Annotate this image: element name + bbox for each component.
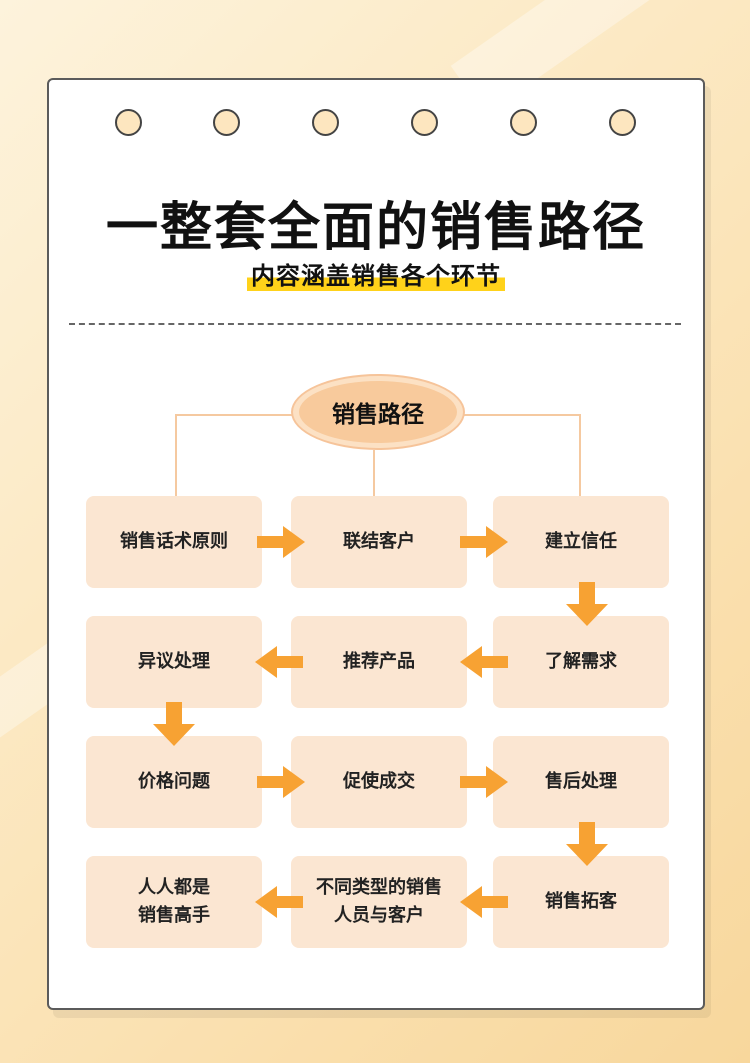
step-node: 售后处理 (493, 736, 669, 828)
arrow-right-icon (460, 766, 508, 798)
arrow-left-icon (460, 646, 508, 678)
notebook-card: 一整套全面的销售路径 内容涵盖销售各个环节 销售路径 销售话术原则 联结客户 建… (47, 78, 705, 1010)
arrow-left-icon (460, 886, 508, 918)
step-node: 联结客户 (291, 496, 467, 588)
connector-line (175, 414, 293, 416)
step-node: 推荐产品 (291, 616, 467, 708)
arrow-down-icon (153, 702, 195, 746)
arrow-right-icon (257, 526, 305, 558)
root-node-label: 销售路径 (299, 381, 457, 443)
step-node: 不同类型的销售 人员与客户 (291, 856, 467, 948)
step-node: 价格问题 (86, 736, 262, 828)
step-node: 人人都是 销售高手 (86, 856, 262, 948)
step-node: 销售话术原则 (86, 496, 262, 588)
binder-ring (115, 109, 142, 136)
connector-line (373, 450, 375, 496)
page-subtitle: 内容涵盖销售各个环节 (247, 256, 505, 291)
connector-line (579, 414, 581, 496)
root-node: 销售路径 (291, 374, 465, 450)
arrow-right-icon (257, 766, 305, 798)
step-node: 促使成交 (291, 736, 467, 828)
page-title: 一整套全面的销售路径 (105, 198, 646, 258)
binder-ring (510, 109, 537, 136)
arrow-right-icon (460, 526, 508, 558)
step-node: 销售拓客 (493, 856, 669, 948)
connector-line (463, 414, 581, 416)
step-node: 建立信任 (493, 496, 669, 588)
arrow-left-icon (255, 646, 303, 678)
binder-ring (312, 109, 339, 136)
arrow-down-icon (566, 822, 608, 866)
binder-ring (213, 109, 240, 136)
connector-line (175, 414, 177, 496)
dashed-divider (69, 323, 681, 325)
arrow-down-icon (566, 582, 608, 626)
step-node: 了解需求 (493, 616, 669, 708)
step-node: 异议处理 (86, 616, 262, 708)
arrow-left-icon (255, 886, 303, 918)
binder-ring (411, 109, 438, 136)
binder-ring (609, 109, 636, 136)
